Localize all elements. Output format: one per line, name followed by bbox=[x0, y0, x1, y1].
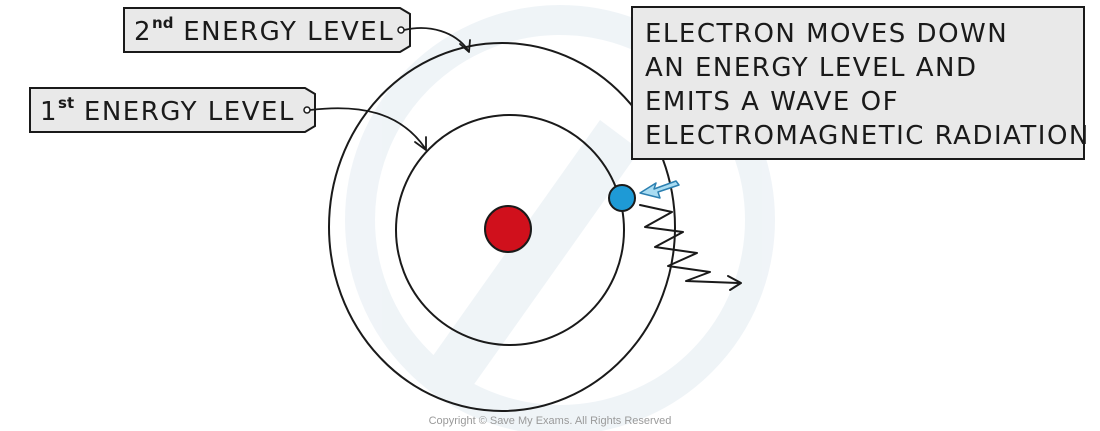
label-second-energy-level: 2nd ENERGY LEVEL bbox=[123, 7, 471, 53]
first-level-pointer bbox=[309, 107, 426, 149]
note-line-1: ELECTRON MOVES DOWN bbox=[645, 19, 1008, 49]
explanation-note: ELECTRON MOVES DOWN AN ENERGY LEVEL AND … bbox=[631, 6, 1090, 160]
svg-text:2nd ENERGY LEVEL: 2nd ENERGY LEVEL bbox=[134, 14, 394, 47]
note-line-4: ELECTROMAGNETIC RADIATION bbox=[645, 121, 1090, 151]
nucleus bbox=[484, 205, 532, 253]
note-line-2: AN ENERGY LEVEL AND bbox=[645, 53, 978, 83]
watermark-logo bbox=[345, 5, 775, 431]
transition-arrow-icon bbox=[639, 180, 680, 199]
emitted-wave-icon bbox=[639, 204, 742, 291]
first-level-number: 1 bbox=[40, 97, 58, 127]
second-level-superscript: nd bbox=[152, 14, 173, 32]
second-level-pointer bbox=[403, 27, 469, 51]
note-line-3: EMITS A WAVE OF bbox=[645, 87, 899, 117]
inner-orbit bbox=[395, 114, 625, 346]
copyright-text: Copyright © Save My Exams. All Rights Re… bbox=[429, 415, 672, 427]
outer-orbit bbox=[328, 42, 676, 412]
first-level-text: ENERGY LEVEL bbox=[74, 97, 295, 127]
svg-text:1st ENERGY LEVEL: 1st ENERGY LEVEL bbox=[40, 94, 295, 127]
second-level-text: ENERGY LEVEL bbox=[173, 17, 394, 47]
label-first-energy-level: 1st ENERGY LEVEL bbox=[29, 87, 427, 151]
electron bbox=[608, 184, 636, 212]
second-level-number: 2 bbox=[134, 17, 152, 47]
first-level-superscript: st bbox=[58, 94, 74, 112]
